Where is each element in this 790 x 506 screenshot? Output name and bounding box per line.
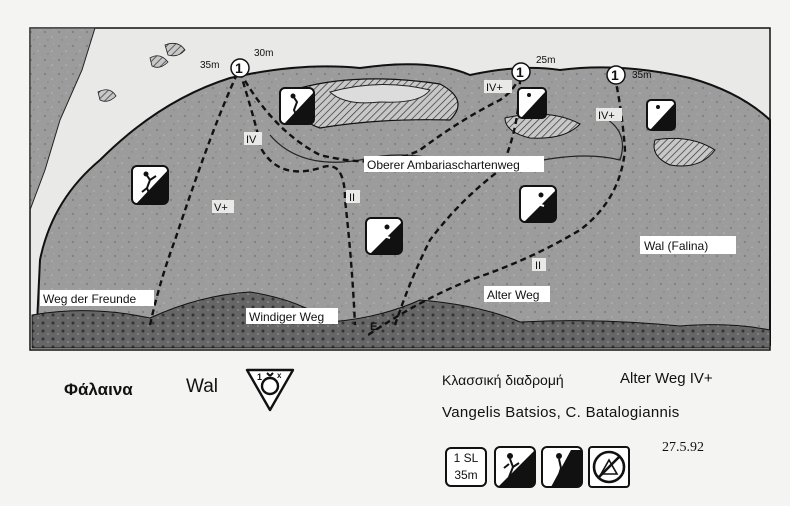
route-label-alter-weg: Alter Weg xyxy=(487,288,539,302)
ground xyxy=(31,291,771,349)
pitch-num-3: 1 xyxy=(611,67,619,83)
length-box-meters: 35m xyxy=(454,468,478,482)
climber-icon-5 xyxy=(519,185,557,223)
hole-b xyxy=(149,55,169,68)
climber-steep-icon xyxy=(541,446,583,488)
route-alter-weg xyxy=(367,77,627,336)
overhang-roof xyxy=(329,83,431,104)
grade-bg-2 xyxy=(212,200,234,213)
label-bg-falina xyxy=(640,236,736,254)
climber-icon-3 xyxy=(517,87,547,119)
climber-shade-icon xyxy=(494,446,536,488)
label-bg-alter xyxy=(484,286,550,302)
hole-c xyxy=(97,89,117,102)
crag-icon-label-1: 1 xyxy=(257,372,262,382)
left-rock xyxy=(29,27,96,211)
classic-route-label: Κλασσική διαδρομή xyxy=(442,372,564,388)
grade-bg-1 xyxy=(244,132,262,145)
anchor-3 xyxy=(606,65,626,85)
crag-rating-icon: 1 x xyxy=(245,368,295,412)
route-label-windiger-weg: Windiger Weg xyxy=(249,310,324,324)
start-mark: E xyxy=(370,321,377,333)
label-bg-freunde xyxy=(40,290,154,306)
length-box: 1 SL 35m xyxy=(445,447,487,487)
grade-bg-6 xyxy=(532,258,546,271)
grade-bg-3 xyxy=(346,190,360,203)
label-bg-windiger xyxy=(246,308,338,324)
grade-label-1: IV xyxy=(246,134,257,146)
route-windiger-weg xyxy=(238,71,357,326)
route-label-oberer: Oberer Ambariaschartenweg xyxy=(367,158,520,172)
hole-a xyxy=(164,42,186,57)
anchor-1 xyxy=(230,58,250,78)
label-bg-oberer xyxy=(364,156,544,172)
grade-label-6: II xyxy=(535,260,541,272)
climber-icon-4 xyxy=(646,99,676,131)
no-camping-icon xyxy=(588,446,630,488)
grade-label-5: IV+ xyxy=(598,110,615,122)
topo-diagram: 1 1 1 35m 30m 25m 35m IV V+ II IV+ IV+ I… xyxy=(29,27,771,351)
pitch-num-1: 1 xyxy=(235,60,243,76)
climber-icon-1 xyxy=(131,165,169,205)
overhang-far-right xyxy=(653,137,716,167)
length-label-3: 25m xyxy=(536,55,555,66)
rock-main xyxy=(34,63,771,346)
anchor-2 xyxy=(511,62,531,82)
classic-route-name: Alter Weg IV+ xyxy=(620,370,713,387)
grade-label-2: V+ xyxy=(214,202,228,214)
climber-icon-6 xyxy=(365,217,403,255)
grade-label-4: IV+ xyxy=(486,82,503,94)
grade-label-3: II xyxy=(349,192,355,204)
pitch-num-2: 1 xyxy=(516,64,524,80)
first-ascent-date: 27.5.92 xyxy=(662,440,704,455)
route-weg-der-freunde xyxy=(148,71,240,326)
length-box-pitches: 1 SL xyxy=(453,451,479,465)
length-label-2: 30m xyxy=(254,48,273,59)
crag-name-german: Wal xyxy=(186,376,219,397)
route-falina xyxy=(393,75,522,326)
route-label-wal-falina: Wal (Falina) xyxy=(644,239,708,253)
route-label-weg-der-freunde: Weg der Freunde xyxy=(43,292,136,306)
route-oberer xyxy=(238,71,522,163)
crag-name-greek: Φάλαινα xyxy=(64,380,133,399)
grade-bg-4 xyxy=(484,80,512,93)
crag-icon-label-x: x xyxy=(277,371,282,380)
length-label-1: 35m xyxy=(200,60,219,71)
length-label-4: 35m xyxy=(632,70,651,81)
climber-icon-2 xyxy=(279,87,315,125)
grade-bg-5 xyxy=(596,108,622,121)
first-ascent-authors: Vangelis Batsios, C. Batalogiannis xyxy=(442,404,680,421)
